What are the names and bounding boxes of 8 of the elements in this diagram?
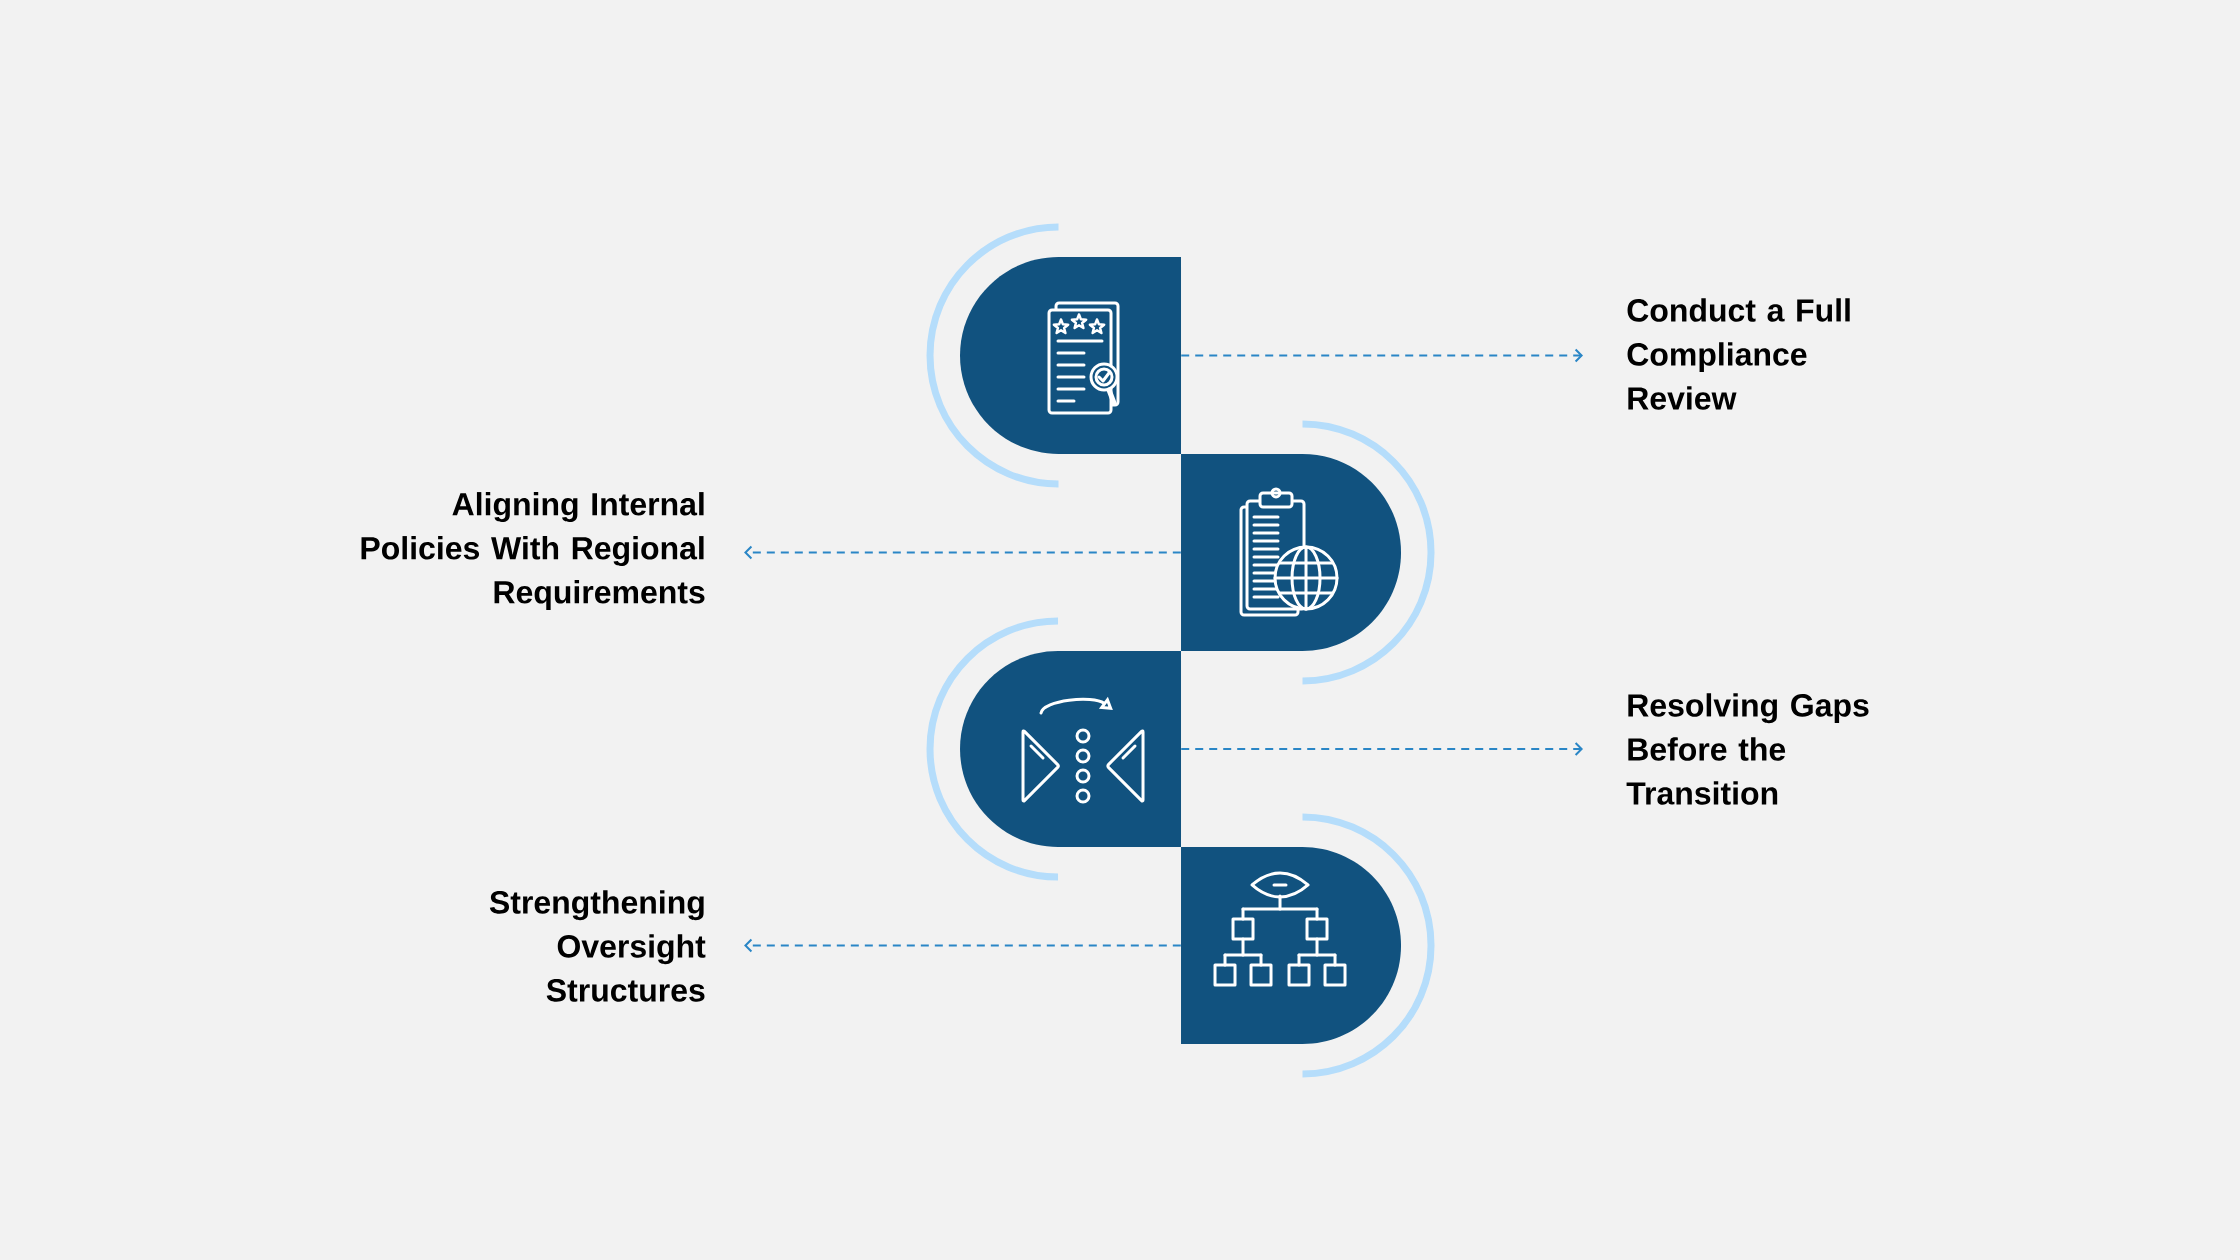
step-label: Resolving Gaps Before the Transition bbox=[1626, 693, 1869, 805]
dashed-arrow bbox=[744, 545, 1182, 560]
dashed-arrow bbox=[1180, 348, 1583, 363]
dashed-arrow bbox=[744, 938, 1182, 953]
step-label: Strengthening Oversight Structures bbox=[489, 890, 706, 1002]
step-label: Aligning Internal Policies With Regional Requirements bbox=[361, 492, 705, 610]
step-label: Conduct a Full Compliance Review bbox=[1627, 298, 1850, 410]
dashed-arrow bbox=[1180, 742, 1583, 756]
